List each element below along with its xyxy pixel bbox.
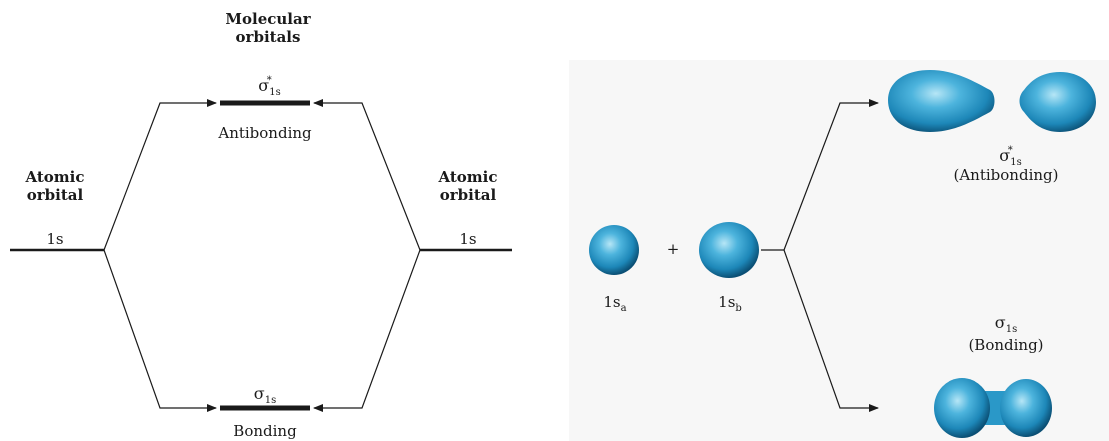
picture-antibonding-sup: * [1008,145,1013,156]
right-to-antibonding-arrow [314,103,420,250]
molecular-heading-line1: Molecular [218,10,318,28]
bonding-orbital-shape [934,378,1052,438]
bonding-symbol-label: σ1s [235,385,295,410]
right-atomic-heading: Atomic orbital [428,168,508,204]
antibonding-sub: 1s [269,87,281,98]
to-bonding-arrow [784,250,878,408]
bonding-sub: 1s [265,395,277,406]
left-atomic-line2: orbital [15,186,95,204]
right-level-label: 1s [448,230,488,248]
left-atomic-line1: Atomic [15,168,95,186]
right-atomic-line2: orbital [428,186,508,204]
molecular-heading-line2: orbitals [218,28,318,46]
picture-bonding-sub: 1s [1006,324,1018,335]
left-to-bonding-arrow [104,250,216,408]
bonding-sigma: σ [254,384,265,403]
antibonding-label: Antibonding [205,124,325,142]
picture-bonding-sigma: σ [995,313,1006,332]
atom-b-sphere [699,222,759,278]
atom-b-sub: b [735,303,741,314]
antibonding-right-lobe [1020,72,1097,132]
molecular-orbitals-heading: Molecular orbitals [218,10,318,46]
to-antibonding-arrow [784,103,878,250]
right-atomic-line1: Atomic [428,168,508,186]
antibonding-symbol-label: σ1s* [235,72,295,102]
plus-sign: + [663,240,683,258]
left-to-antibonding-arrow [104,103,216,250]
atom-b-label: 1sb [705,293,755,318]
atom-b-text: 1s [718,293,735,311]
atom-a-sphere [589,225,639,275]
antibonding-sup: * [267,75,272,86]
right-to-bonding-arrow [314,250,420,408]
picture-antibonding-caption: (Antibonding) [926,166,1086,184]
atom-a-sub: a [621,303,627,314]
picture-bonding-caption: (Bonding) [936,336,1076,354]
antibonding-left-lobe [888,70,995,132]
left-atomic-heading: Atomic orbital [15,168,95,204]
bonding-label: Bonding [205,422,325,440]
atom-a-label: 1sa [590,293,640,318]
atom-a-text: 1s [603,293,620,311]
left-level-label: 1s [35,230,75,248]
